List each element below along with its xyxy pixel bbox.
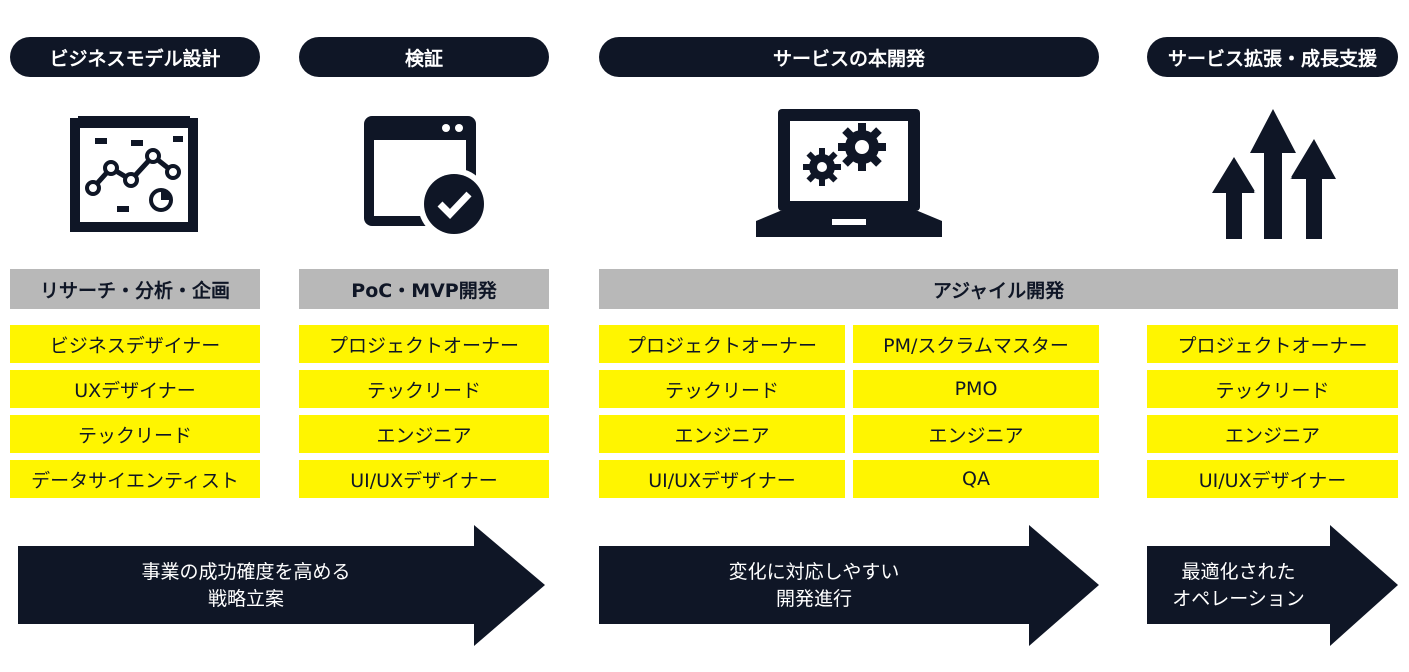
role-item: プロジェクトオーナー xyxy=(299,325,549,363)
role-item: UI/UXデザイナー xyxy=(599,460,845,498)
phase-business-model: ビジネスモデル設計 xyxy=(10,37,260,77)
role-item: エンジニア xyxy=(599,415,845,453)
growth-arrows-icon xyxy=(1147,100,1398,245)
role-item: テックリード xyxy=(299,370,549,408)
window-check-icon xyxy=(299,100,549,245)
role-item: プロジェクトオーナー xyxy=(599,325,845,363)
role-item: テックリード xyxy=(1147,370,1398,408)
process-research: リサーチ・分析・企画 xyxy=(10,269,260,309)
process-agile: アジャイル開発 xyxy=(599,269,1398,309)
outcome-text-1: 事業の成功確度を高める 戦略立案 xyxy=(18,548,474,624)
role-item: エンジニア xyxy=(853,415,1099,453)
process-poc: PoC・MVP開発 xyxy=(299,269,549,309)
role-item: テックリード xyxy=(10,415,260,453)
role-item: データサイエンティスト xyxy=(10,460,260,498)
role-item: QA xyxy=(853,460,1099,498)
phase-main-development: サービスの本開発 xyxy=(599,37,1099,77)
outcome-arrow-2 xyxy=(599,525,1099,646)
outcome-line: 戦略立案 xyxy=(207,588,284,610)
laptop-gears-icon xyxy=(599,100,1099,245)
outcome-line: 開発進行 xyxy=(775,588,852,610)
outcome-line: 変化に対応しやすい xyxy=(728,561,900,583)
role-item: テックリード xyxy=(599,370,845,408)
role-item: UI/UXデザイナー xyxy=(1147,460,1398,498)
role-item: エンジニア xyxy=(299,415,549,453)
role-item: PMO xyxy=(853,370,1099,408)
outcome-text-2: 変化に対応しやすい 開発進行 xyxy=(599,548,1029,624)
whiteboard-chart-icon xyxy=(10,100,260,245)
outcome-text-3: 最適化された オペレーション xyxy=(1147,548,1330,624)
phase-verification: 検証 xyxy=(299,37,549,77)
role-item: PM/スクラムマスター xyxy=(853,325,1099,363)
role-item: エンジニア xyxy=(1147,415,1398,453)
role-item: UXデザイナー xyxy=(10,370,260,408)
outcome-arrow-1 xyxy=(18,525,545,646)
phase-growth-support: サービス拡張・成長支援 xyxy=(1147,37,1398,77)
role-item: プロジェクトオーナー xyxy=(1147,325,1398,363)
role-item: ビジネスデザイナー xyxy=(10,325,260,363)
outcome-line: 事業の成功確度を高める xyxy=(141,561,351,583)
outcome-line: オペレーション xyxy=(1172,588,1305,610)
role-item: UI/UXデザイナー xyxy=(299,460,549,498)
outcome-arrow-3 xyxy=(1147,525,1398,646)
outcome-line: 最適化された xyxy=(1181,561,1296,583)
